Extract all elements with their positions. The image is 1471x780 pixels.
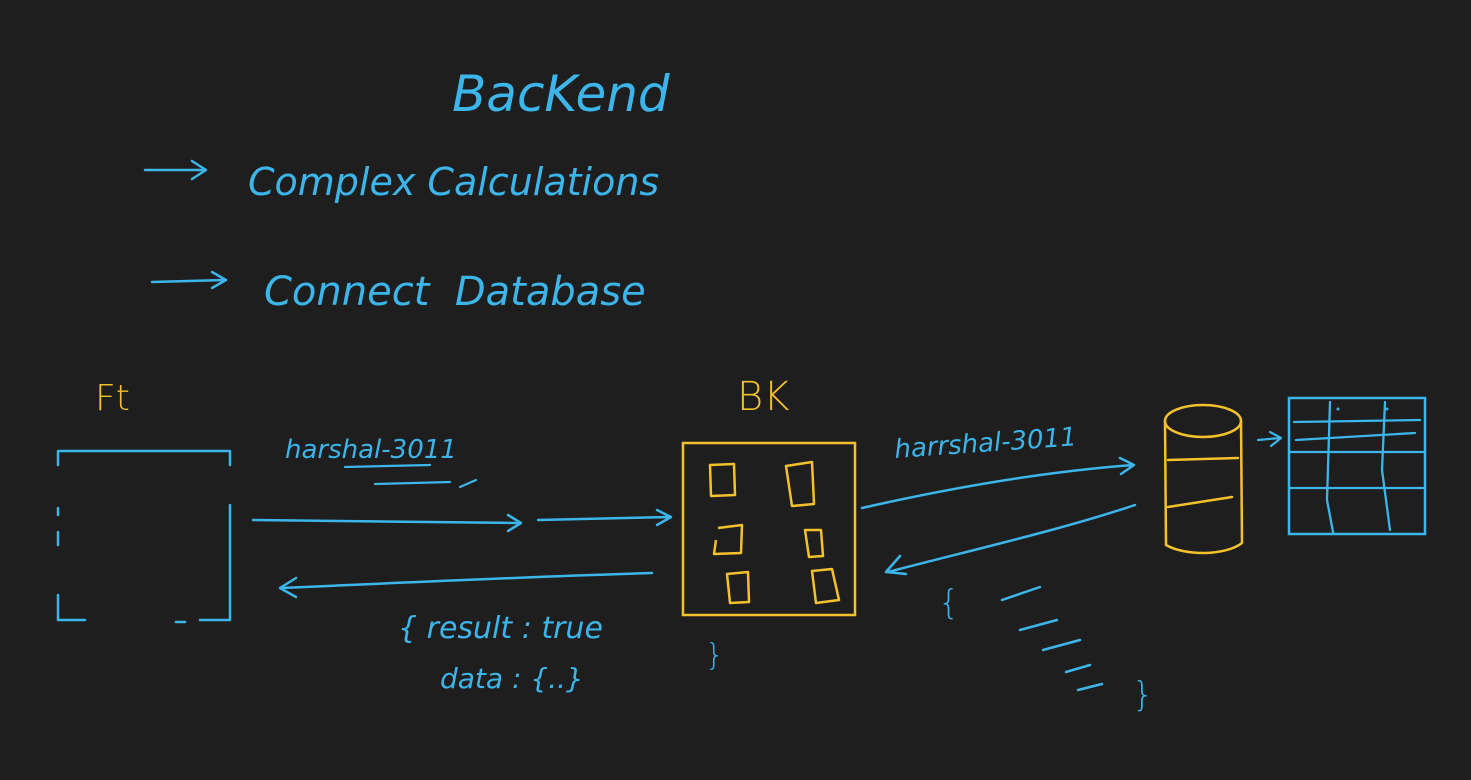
response-payload-line2: data : {..}	[440, 662, 584, 695]
backend-process-icon	[810, 567, 841, 605]
request-arrow	[536, 508, 673, 527]
bullet-complex-calculations: Complex Calculations	[143, 159, 659, 204]
bullet-arrow-icon	[143, 159, 208, 181]
table-arrow	[1256, 430, 1283, 448]
db-response-close: }	[1132, 675, 1154, 715]
backend-box	[681, 441, 857, 617]
table-rows	[1287, 418, 1427, 490]
table-outline	[1287, 396, 1427, 536]
frontend-box	[56, 449, 232, 624]
backend-process-icon	[784, 460, 816, 508]
backend-process-icon	[712, 523, 744, 556]
request-label-right: harrshal-3011	[893, 422, 1077, 465]
request-label-left: harshal-3011	[285, 435, 457, 465]
table-dot	[1336, 407, 1340, 411]
response-arrow	[278, 571, 654, 599]
table-columns	[1325, 400, 1392, 534]
request-label-underline	[343, 463, 478, 489]
db-response-arrow	[884, 503, 1137, 576]
backend-process-icon	[803, 528, 825, 559]
backend-process-icon	[708, 462, 737, 498]
bullet-text: Connect Database	[264, 269, 646, 315]
db-response-open: {	[938, 583, 960, 623]
data-table-grid	[1287, 396, 1427, 536]
bullet-text: Complex Calculations	[248, 160, 659, 204]
response-payload-close: }	[705, 638, 724, 673]
backend-label: BK	[737, 374, 789, 420]
request-arrow-segment	[251, 513, 523, 533]
database-top	[1163, 403, 1243, 439]
backend-process-icon	[725, 570, 751, 605]
backend-server	[681, 441, 857, 617]
bullet-connect-database: Connect Database	[150, 269, 646, 315]
title: BacKend	[452, 65, 670, 123]
database-cylinder	[1163, 403, 1244, 555]
frontend-label: Ft	[95, 378, 130, 419]
table-dot	[1385, 407, 1389, 411]
database-body	[1163, 419, 1244, 555]
db-request-arrow	[860, 456, 1136, 510]
db-response-lines	[1000, 585, 1104, 692]
response-payload-line1: { result : true	[398, 611, 603, 646]
bullet-arrow-icon	[150, 270, 228, 290]
